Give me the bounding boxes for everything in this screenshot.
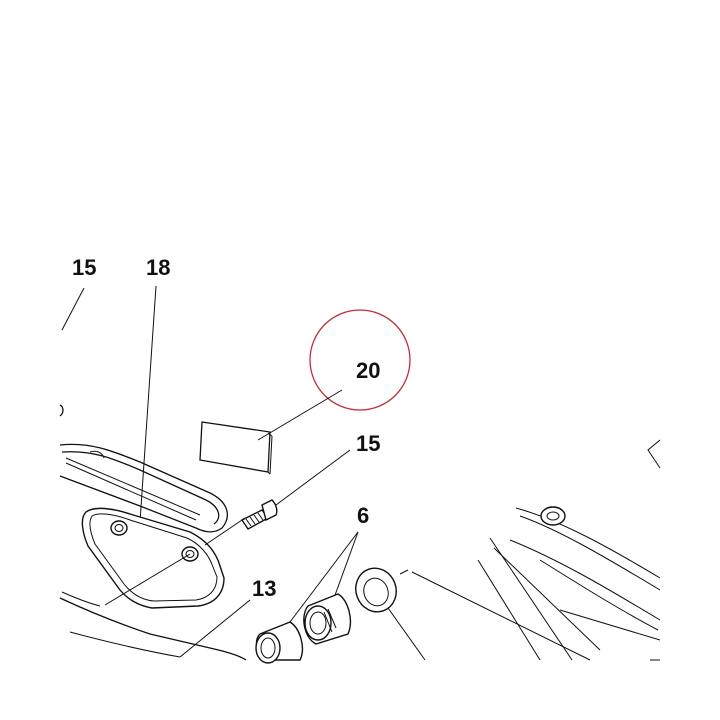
bearing-right xyxy=(303,593,352,645)
cover-hole-upper xyxy=(110,520,128,536)
leader-15-top-left xyxy=(61,287,85,331)
bearing-left xyxy=(255,621,304,664)
pivot-nut xyxy=(540,506,566,526)
callout-15-top-left: 15 xyxy=(72,255,96,280)
callout-20: 20 xyxy=(356,358,380,383)
swingarm xyxy=(399,439,661,661)
frame-rail xyxy=(59,404,228,533)
seal-ring xyxy=(355,567,426,661)
leader-lines xyxy=(61,285,359,658)
label-plate xyxy=(199,421,273,475)
leader-18 xyxy=(139,285,157,523)
highlight-circle xyxy=(309,309,411,411)
callout-18: 18 xyxy=(146,255,170,280)
callout-6: 6 xyxy=(357,503,369,528)
leader-6-left xyxy=(289,531,359,623)
leader-15-bolt xyxy=(275,449,351,506)
leader-20 xyxy=(257,389,343,441)
lower-frame xyxy=(59,591,247,661)
bolt xyxy=(240,499,278,530)
leader-13 xyxy=(179,599,251,658)
callout-15-bolt: 15 xyxy=(356,431,380,456)
side-cover xyxy=(81,507,246,609)
leader-6-right xyxy=(333,531,359,599)
callout-13: 13 xyxy=(252,576,276,601)
